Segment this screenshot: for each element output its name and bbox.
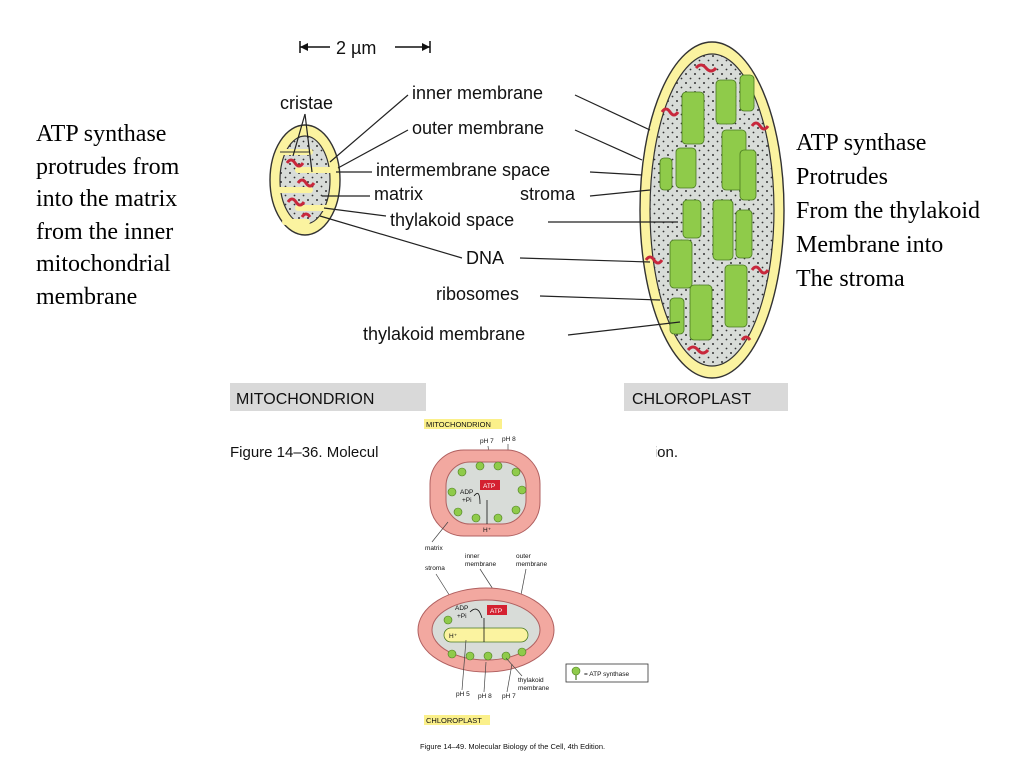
top-labels: cristae inner membrane outer membrane in… [280,83,681,344]
chloro-tag: CHLOROPLAST [426,716,482,725]
adp-bottom-label: ADP [455,605,468,612]
outer-membrane-label-1: outer [516,553,532,560]
left-annotation-line: from the inner [36,218,174,245]
label-cristae: cristae [280,93,333,113]
label-ribosomes: ribosomes [436,284,519,304]
matrix-label: matrix [425,545,443,552]
right-annotation-line: Protrudes [796,164,888,190]
right-annotation-line: Membrane into [796,232,944,258]
chloroplast-illustration [639,41,785,379]
scale-bar-label: 2 µm [336,38,376,58]
atp-synthase-legend: = ATP synthase [565,663,649,683]
pi-bottom-label: +Pi [457,613,467,620]
scale-bar: 2 µm [299,38,431,58]
label-thylakoid-membrane: thylakoid membrane [363,324,525,344]
label-matrix: matrix [374,184,423,204]
chloroplast-title-box: CHLOROPLAST [624,383,788,411]
stroma-label: stroma [425,565,445,572]
ph7-bottom-label: pH 7 [502,693,516,700]
ph7-top-label: pH 7 [480,438,494,445]
mito-schematic: ATP ADP +Pi H⁺ [429,449,541,537]
label-thylakoid-space: thylakoid space [390,210,514,230]
chloroplast-title: CHLOROPLAST [632,391,751,408]
mitochondrion-title-box: MITOCHONDRION [230,383,426,411]
inner-membrane-label-1: inner [465,553,480,560]
top-caption-left: Figure 14–36. Molecul [230,444,378,461]
atp-bottom-label: ATP [490,608,502,615]
ph5-label: pH 5 [456,691,470,698]
atp-top-label: ATP [483,483,495,490]
ph8-top-label: pH 8 [502,436,516,443]
mitochondrion-illustration [269,124,341,236]
chloro-tag-bg [424,715,490,725]
mito-tag: MITOCHONDRION [426,420,491,429]
inner-membrane-label-2: membrane [465,561,496,568]
right-annotation-line: ATP synthase [796,130,927,156]
label-intermembrane-space: intermembrane space [376,160,550,180]
thylakoid-membrane-label-2: membrane [518,685,549,692]
label-outer-membrane: outer membrane [412,118,544,138]
left-annotation-line: ATP synthase [36,121,167,147]
mito-tag-bg [424,419,502,429]
bottom-caption: Figure 14–49. Molecular Biology of the C… [420,742,605,751]
right-annotation: ATP synthase Protrudes From the thylakoi… [796,126,1024,296]
right-annotation-line: The stroma [796,266,905,292]
ph8-bottom-label: pH 8 [478,693,492,700]
chloro-schematic: H⁺ ATP ADP +Pi [417,587,555,673]
left-annotation-line: membrane [36,283,138,310]
left-annotation-line: mitochondrial [36,251,171,277]
label-stroma: stroma [520,184,576,204]
atp-synthase-icon [571,666,581,676]
right-annotation-line: From the thylakoid [796,198,980,224]
label-dna: DNA [466,248,504,268]
pi-top-label: +Pi [462,497,472,504]
legend-label: = ATP synthase [584,671,629,678]
hplus-label: H⁺ [449,633,457,640]
left-annotation-line: protrudes from [36,153,180,180]
thylakoid-membrane-label-1: thylakoid [518,677,544,684]
left-annotation-line: into the matrix [36,186,178,212]
hplus-top-label: H⁺ [483,527,491,534]
mitochondrion-title: MITOCHONDRION [236,391,374,408]
adp-top-label: ADP [460,489,473,496]
left-annotation: ATP synthase protrudes from into the mat… [36,118,226,313]
outer-membrane-label-2: membrane [516,561,547,568]
label-inner-membrane: inner membrane [412,83,543,103]
